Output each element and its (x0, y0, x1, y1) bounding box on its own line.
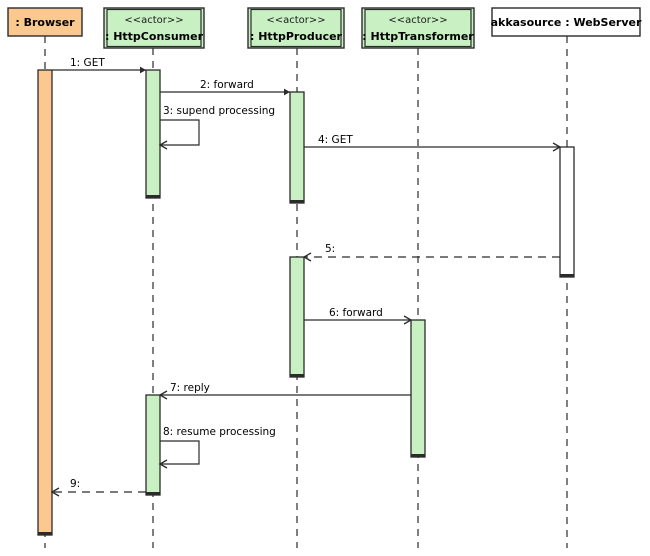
message-7[interactable]: 7: reply (158, 382, 411, 400)
actor-double-border (106, 8, 202, 48)
message-line-self (160, 119, 200, 146)
activation-bar-end-cap (146, 492, 160, 495)
arrowhead-open-icon (552, 142, 562, 152)
message-9[interactable]: 9: (50, 478, 146, 497)
message-label-2: 2: forward (200, 79, 254, 91)
actor-double-border (250, 8, 342, 48)
participant-head-httpconsumer[interactable]: <<actor>> : HttpConsumer (103, 7, 205, 49)
message-label-3: 3: supend processing (163, 105, 275, 117)
arrowhead-open-icon (158, 390, 168, 400)
activation-bar-browser (37, 69, 53, 536)
message-label-5: 5: (325, 243, 335, 255)
participant-stereotype-httptransformer: <<actor>> (388, 15, 447, 26)
participant-box (7, 7, 83, 37)
arrowhead-open-icon (158, 459, 168, 469)
message-2[interactable]: 2: forward (160, 79, 290, 96)
message-label-6: 6: forward (329, 307, 383, 319)
participant-label-webserver: akkasource : WebServer (491, 16, 642, 29)
arrowhead-open-icon (158, 140, 168, 150)
arrowhead-open-icon (302, 252, 312, 262)
activation-bar-httpproducer (289, 91, 305, 204)
message-1[interactable]: 1: GET (52, 57, 146, 74)
participant-heads-layer: : Browser<<actor>>: HttpConsumer<<actor>… (7, 7, 642, 49)
message-5[interactable]: 5: (302, 243, 560, 262)
participant-head-webserver[interactable]: akkasource : WebServer (491, 7, 642, 37)
messages-layer: 1: GET 2: forward 3: supend processing 4: G… (50, 57, 562, 497)
message-6[interactable]: 6: forward (304, 307, 413, 325)
participant-box (103, 7, 205, 49)
message-label-8: 8: resume processing (163, 426, 276, 438)
arrowhead-open-icon (403, 315, 413, 325)
message-label-9: 9: (70, 478, 80, 490)
arrowhead-open-icon (50, 487, 60, 497)
message-8[interactable]: 8: resume processing (158, 426, 276, 469)
activation-bar-end-cap (560, 274, 574, 277)
activation-bar-end-cap (290, 200, 304, 203)
participant-stereotype-httpconsumer: <<actor>> (124, 15, 183, 26)
participant-head-httptransformer[interactable]: <<actor>> : HttpTransformer (361, 7, 475, 49)
participant-label-httpproducer: : HttpProducer (250, 30, 343, 43)
actor-double-border (364, 8, 472, 48)
activation-bar-httptransformer (410, 319, 426, 458)
participant-box (361, 7, 475, 49)
participant-label-browser: : Browser (15, 16, 75, 29)
participant-head-browser[interactable]: : Browser (7, 7, 83, 37)
activation-bar-end-cap (411, 454, 425, 457)
participant-stereotype-httpproducer: <<actor>> (266, 15, 325, 26)
activation-bar-httpproducer (289, 256, 305, 378)
arrowhead-filled-icon (140, 66, 146, 74)
message-label-1: 1: GET (70, 57, 105, 69)
message-label-7: 7: reply (170, 382, 210, 394)
message-label-4: 4: GET (318, 134, 353, 146)
participant-head-httpproducer[interactable]: <<actor>> : HttpProducer (247, 7, 345, 49)
activation-bar-webserver (559, 146, 575, 278)
arrowhead-filled-icon (284, 88, 290, 96)
activation-bar-end-cap (146, 195, 160, 198)
activation-bar-end-cap (38, 532, 52, 535)
activations-layer (37, 69, 575, 536)
participant-label-httpconsumer: : HttpConsumer (105, 30, 204, 43)
participant-box (247, 7, 345, 49)
message-4[interactable]: 4: GET (304, 134, 562, 152)
participant-box (491, 7, 641, 37)
lifelines-layer (44, 36, 568, 548)
participant-label-httptransformer: : HttpTransformer (362, 30, 474, 43)
message-line-self (160, 440, 200, 465)
activation-bar-end-cap (290, 374, 304, 377)
message-3[interactable]: 3: supend processing (158, 105, 275, 150)
activation-bar-httpconsumer (145, 69, 161, 199)
activation-bar-httpconsumer (145, 394, 161, 496)
